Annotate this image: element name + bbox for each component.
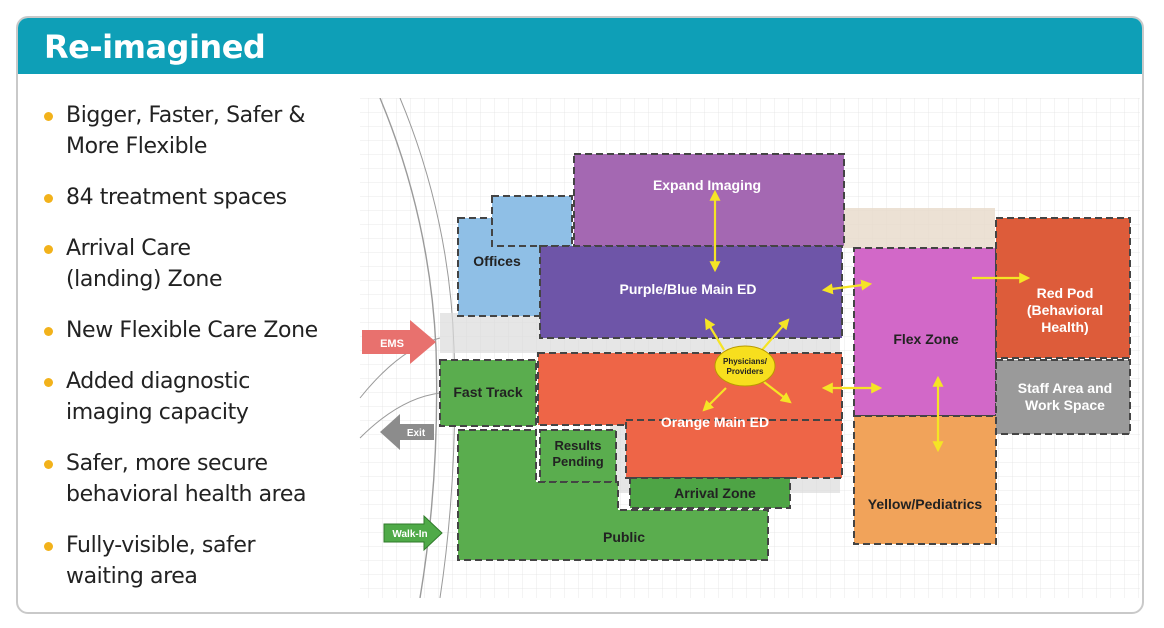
zone-arrival[interactable]: Arrival Zone	[629, 477, 791, 509]
exit-arrow-shape	[380, 414, 434, 450]
zone-public[interactable]: Public	[457, 429, 769, 561]
walk-in-entrance-arrow[interactable]: Walk-In	[383, 514, 443, 552]
zone-results-pending[interactable]: Results Pending	[539, 429, 617, 483]
ems-label: EMS	[380, 338, 404, 350]
zone-offices[interactable]: Offices	[457, 195, 573, 317]
zone-label: Fast Track	[453, 384, 522, 400]
exit-label: Exit	[407, 428, 426, 439]
zone-staff-area[interactable]: Staff Area and Work Space	[995, 359, 1131, 435]
zone-fill	[995, 217, 1131, 359]
hub-ellipse	[714, 345, 776, 387]
zone-label: Arrival Zone	[674, 485, 756, 501]
zone-label: Public	[603, 529, 645, 545]
zone-purple-blue-main-ed[interactable]: Purple/Blue Main ED	[539, 245, 843, 339]
bullet-item: New Flexible Care Zone	[40, 315, 340, 346]
ems-arrow-shape	[362, 320, 436, 364]
bullet-dot-icon	[44, 378, 53, 387]
zone-yellow-pediatrics[interactable]: Yellow/Pediatrics	[853, 415, 997, 545]
zone-label: Work Space	[1025, 397, 1105, 413]
zone-fill	[853, 415, 997, 545]
bullet-dot-icon	[44, 245, 53, 254]
walk-in-label: Walk-In	[392, 529, 427, 540]
flow-arrow	[704, 318, 725, 351]
flow-arrow	[821, 279, 873, 295]
zone-label: Purple/Blue Main ED	[620, 281, 757, 297]
page-title: Re-imagined	[44, 28, 266, 66]
zone-fill	[995, 359, 1131, 435]
zone-orange-main-ed[interactable]: Orange Main ED	[537, 352, 843, 479]
site-road-curve	[359, 392, 441, 439]
zone-fast-track[interactable]: Fast Track	[439, 359, 537, 427]
zone-label: Results	[555, 438, 602, 453]
zone-fill	[625, 419, 843, 479]
zone-label: Yellow/Pediatrics	[868, 496, 983, 512]
bullet-list: Bigger, Faster, Safer & More Flexible 84…	[40, 100, 340, 592]
bullet-dot-icon	[44, 194, 53, 203]
bullet-item: 84 treatment spaces	[40, 182, 340, 213]
zone-label: Red Pod	[1037, 285, 1094, 301]
header-bar: Re-imagined	[18, 18, 1142, 74]
flow-arrow	[761, 318, 790, 351]
zone-expand-imaging[interactable]: Expand Imaging	[573, 153, 845, 247]
zone-label: Flex Zone	[893, 331, 959, 347]
bullet-item: Safer, more secure behavioral health are…	[40, 448, 326, 510]
zone-label: Pending	[552, 454, 603, 469]
flow-arrows	[702, 189, 1031, 453]
zone-label: Health)	[1041, 319, 1088, 335]
bullet-item: Added diagnostic imaging capacity	[40, 366, 266, 428]
walk-in-arrow-shape	[383, 514, 443, 552]
zone-label: Orange Main ED	[661, 414, 769, 430]
site-road-curve	[379, 98, 438, 598]
zone-label: Staff Area and	[1018, 380, 1112, 396]
bullet-item: Fully-visible, safer waiting area	[40, 530, 286, 592]
zone-label: (Behavioral	[1027, 302, 1103, 318]
zone-fill	[439, 359, 537, 427]
zone-fill	[457, 429, 769, 561]
zone-fill	[491, 195, 573, 247]
floor-plan: Expand Imaging Offices Purple/Blue Main …	[359, 98, 1140, 598]
zone-label: Offices	[473, 253, 521, 269]
hub-label: Physicians/	[723, 357, 768, 366]
bullet-dot-icon	[44, 460, 53, 469]
bullet-dot-icon	[44, 112, 53, 121]
zone-label: Expand Imaging	[653, 177, 761, 193]
exit-arrow[interactable]: Exit	[380, 414, 434, 450]
zone-fill	[537, 352, 843, 426]
zone-red-pod[interactable]: Red Pod (Behavioral Health)	[995, 217, 1131, 359]
zone-fill	[539, 245, 843, 339]
zone-fill	[573, 153, 845, 247]
flow-arrow	[763, 381, 792, 404]
bullet-item: Bigger, Faster, Safer & More Flexible	[40, 100, 306, 162]
bullet-dot-icon	[44, 327, 53, 336]
slide-card: Re-imagined Bigger, Faster, Safer & More…	[16, 16, 1144, 614]
zone-fill	[629, 477, 791, 509]
bullet-item: Arrival Care (landing) Zone	[40, 233, 236, 295]
zone-flex[interactable]: Flex Zone	[853, 247, 997, 417]
ems-entrance-arrow[interactable]: EMS	[362, 320, 436, 364]
flow-arrow	[702, 387, 727, 412]
corridor	[835, 208, 995, 248]
bullet-dot-icon	[44, 542, 53, 551]
hub-label: Providers	[727, 367, 764, 376]
physicians-providers-hub[interactable]: Physicians/ Providers	[714, 345, 776, 387]
